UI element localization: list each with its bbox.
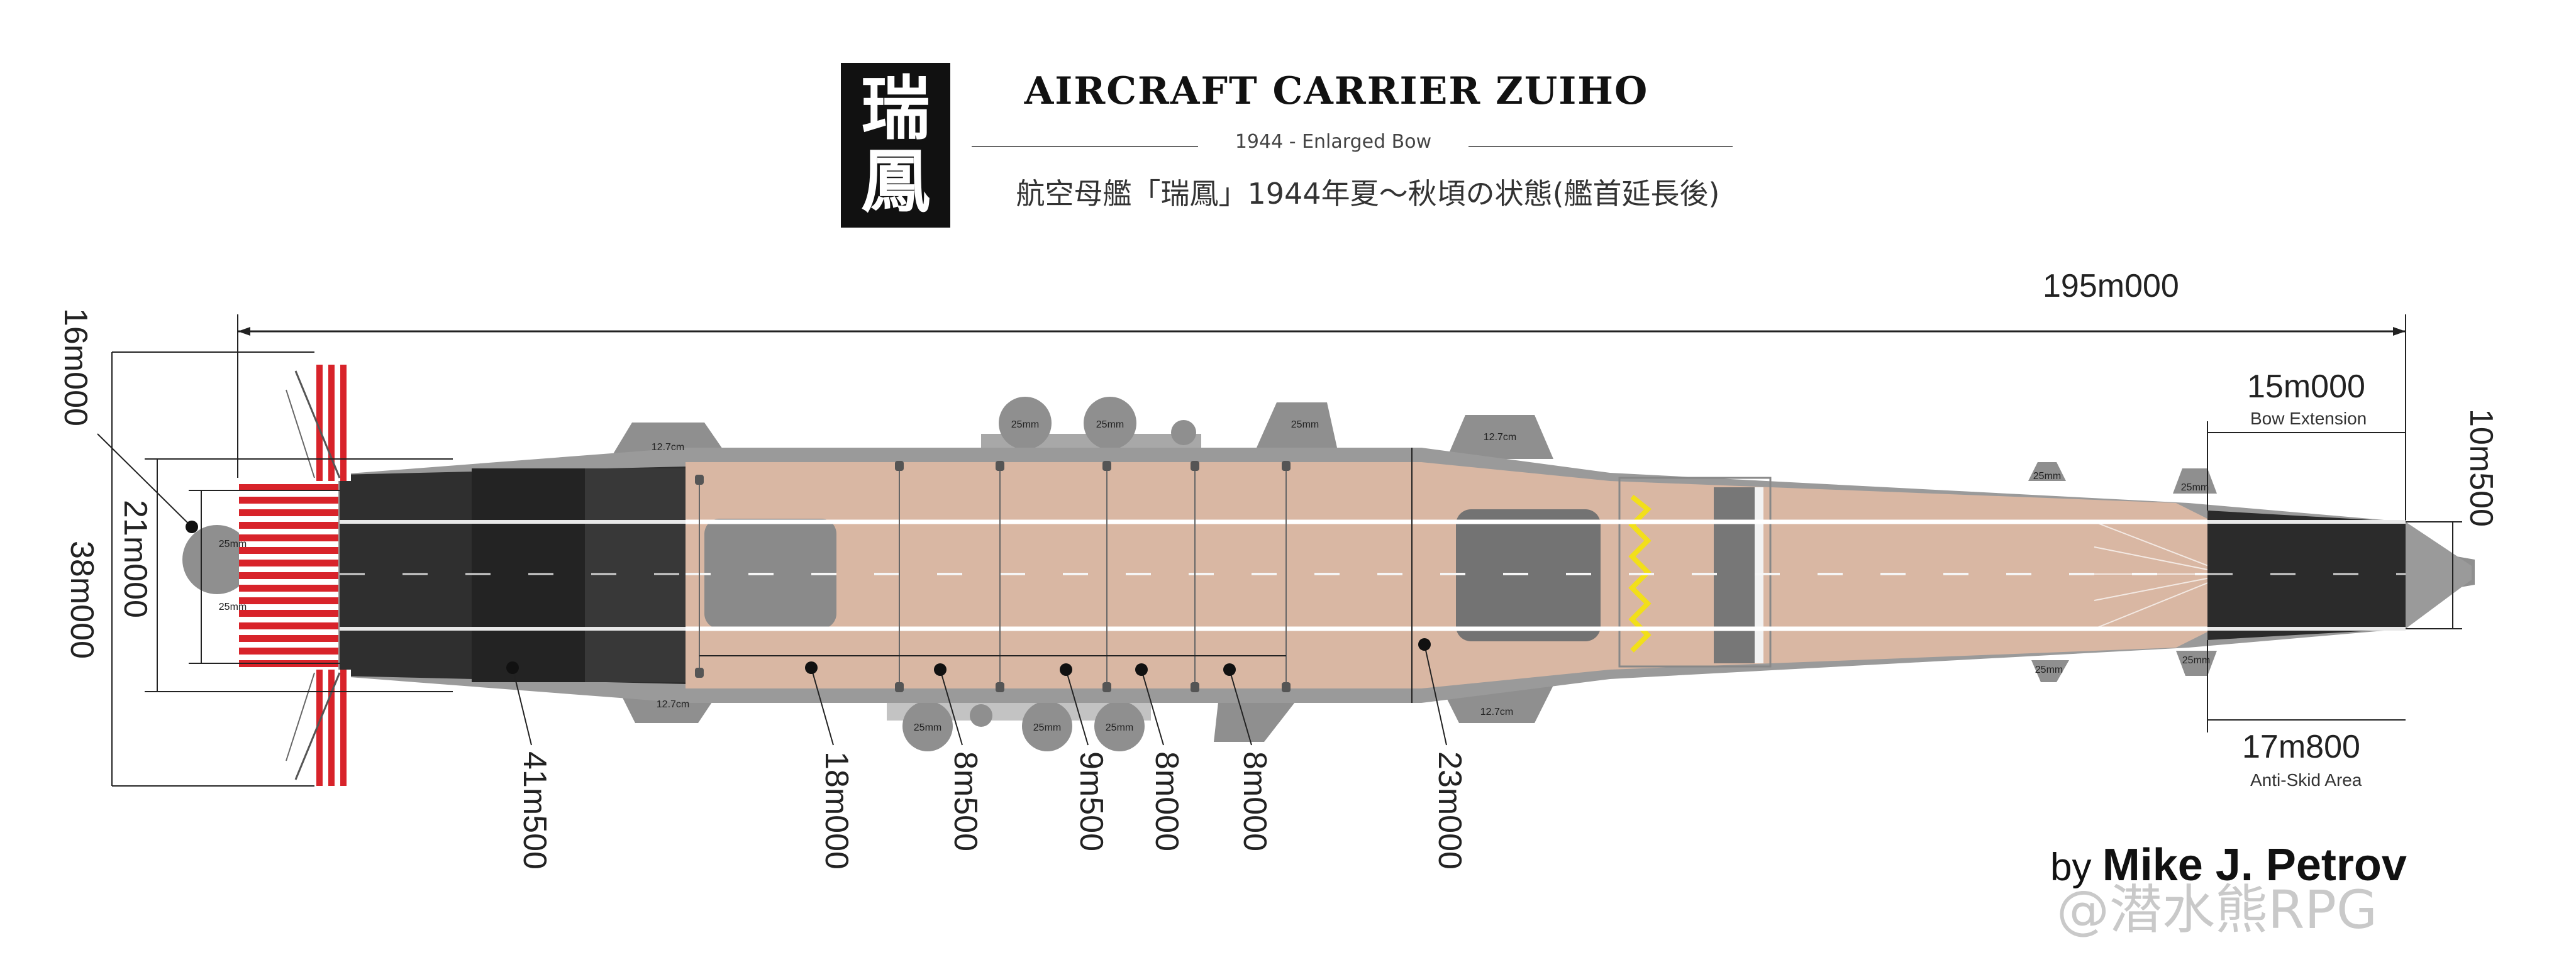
gun-label-25: 25mm: [219, 539, 247, 550]
stern-stripe: [239, 547, 338, 554]
stern-stripe: [239, 648, 338, 655]
gun-label-25: 25mm: [1291, 419, 1319, 430]
deck-width-21-label: 21m000: [117, 500, 153, 618]
gun-label-25: 25mm: [1011, 419, 1039, 430]
wire-23-label: 23m000: [1431, 751, 1468, 870]
left-vertical-dimensions: [97, 351, 453, 787]
gun-label-127: 12.7cm: [1480, 707, 1513, 717]
anti-skid-label: Anti-Skid Area: [2250, 770, 2362, 790]
gun-label-127: 12.7cm: [657, 699, 689, 710]
stern-stripe: [328, 365, 335, 481]
stern-red-stripes: [239, 365, 351, 786]
stern-stripe: [239, 610, 338, 617]
bow-extension-value: 15m000: [2247, 368, 2365, 405]
subtitle-rule-left: [972, 146, 1198, 147]
overall-length-label: 195m000: [2043, 268, 2179, 304]
crash-barrier-area: [1618, 477, 1772, 668]
gun-label-25: 25mm: [2181, 482, 2209, 493]
stern-stripe: [239, 585, 338, 592]
gun-label-25: 25mm: [219, 602, 247, 612]
stern-stripe: [239, 497, 338, 504]
gun-label-25: 25mm: [1106, 722, 1133, 733]
gun-label-25: 25mm: [2033, 471, 2061, 482]
bow-width-label: 10m500: [2463, 409, 2499, 527]
stern-stripe: [328, 670, 335, 786]
bow-dimensions: [2207, 421, 2462, 732]
bow-extension-label: Bow Extension: [2250, 409, 2367, 428]
author-name: Mike J. Petrov: [2102, 840, 2407, 890]
stern-stripe: [239, 572, 338, 579]
stern-dark-area-label: 41m500: [516, 751, 553, 870]
stern-stripe: [340, 365, 347, 481]
weibo-watermark: @潜水熊RPG: [2057, 879, 2378, 941]
wire-8-5-label: 8m500: [947, 751, 984, 851]
leader-dots: [506, 638, 1431, 676]
stern-stripe: [239, 522, 338, 529]
diagram-title: AIRCRAFT CARRIER ZUIHO: [1024, 69, 1649, 113]
leader-lines: [512, 644, 1447, 746]
gun-label-127: 12.7cm: [652, 442, 684, 453]
stern-stripe: [239, 635, 338, 642]
stern-stripe: [340, 670, 347, 786]
gun-labels: 12.7cm 12.7cm 12.7cm 12.7cm 25mm 25mm 25…: [219, 419, 2210, 733]
diagram-subtitle: 1944 - Enlarged Bow: [1235, 131, 1432, 153]
kanji-top: 瑞: [861, 68, 930, 149]
deck-structure: [1714, 487, 1755, 663]
arresting-wires: [699, 462, 1287, 688]
gun-label-25: 25mm: [1033, 722, 1061, 733]
author-credit: by Mike J. Petrov: [2050, 839, 2407, 891]
stern-stripe: [239, 622, 338, 629]
japanese-caption: 航空母艦「瑞鳳」1944年夏〜秋頃の状態(艦首延長後): [1016, 177, 1720, 211]
stern-width-16-label: 16m000: [57, 308, 94, 426]
wire-8-b-label: 8m000: [1236, 751, 1273, 851]
stern-stripe: [239, 597, 338, 604]
stern-dark-area: [340, 467, 686, 684]
gun-label-25: 25mm: [2035, 665, 2063, 675]
wire-9-5-label: 9m500: [1073, 751, 1109, 851]
stern-stripe: [239, 560, 338, 566]
author-by: by: [2050, 846, 2102, 889]
gun-label-25: 25mm: [914, 722, 941, 733]
gun-label-127: 12.7cm: [1484, 432, 1516, 443]
kanji-bottom: 鳳: [861, 141, 930, 222]
stern-stripe: [239, 509, 338, 516]
anti-skid-value: 17m800: [2242, 729, 2360, 765]
gun-label-25: 25mm: [1096, 419, 1124, 430]
wire-18-label: 18m000: [818, 751, 855, 870]
stern-stripe: [316, 670, 323, 786]
kanji-logo: 瑞 鳳: [841, 63, 950, 228]
stern-stripe: [239, 484, 338, 491]
beam-38-label: 38m000: [64, 541, 100, 659]
wire-8-a-label: 8m000: [1148, 751, 1185, 851]
stern-stripe: [316, 365, 323, 481]
gun-label-25: 25mm: [2182, 655, 2210, 666]
stern-stripe: [239, 534, 338, 541]
flight-deck: [686, 448, 2230, 703]
bow-dark-area: [2207, 511, 2406, 640]
subtitle-rule-right: [1468, 146, 1733, 147]
